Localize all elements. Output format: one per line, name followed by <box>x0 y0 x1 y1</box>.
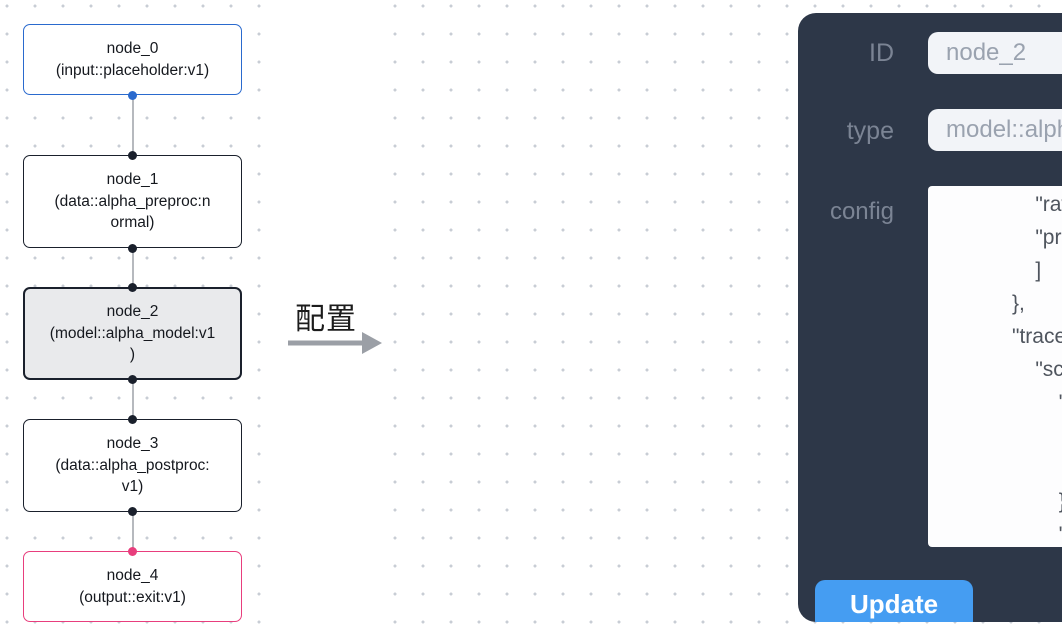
node-type-label: (output::exit:v1) <box>79 588 186 606</box>
config-json-text: "raw_action", "pred" ] }, "trace": { "sc… <box>1012 193 1062 546</box>
node-type-label: (model::alpha_model:v1 ) <box>49 324 216 364</box>
node2-target-handle[interactable] <box>128 282 137 292</box>
update-button[interactable]: Update <box>815 580 973 622</box>
flow-node-node_0[interactable]: node_0 (input::placeholder:v1) <box>23 24 242 95</box>
config-editor[interactable]: "raw_action", "pred" ] }, "trace": { "sc… <box>928 186 1062 547</box>
node-title: node_3 <box>106 435 159 453</box>
flow-node-node_4[interactable]: node_4 (output::exit:v1) <box>23 551 242 622</box>
detail-canvas[interactable]: ID type config "raw_action", "pred" ] },… <box>388 0 1062 643</box>
id-field-label: ID <box>869 39 894 67</box>
node-title: node_1 <box>106 171 159 189</box>
node3-target-handle[interactable] <box>128 414 137 424</box>
right-arrow-icon <box>288 332 382 354</box>
flow-canvas[interactable]: node_0 (input::placeholder:v1) node_1 (d… <box>0 0 272 643</box>
edge-node0-node1 <box>131 95 134 155</box>
node-title: node_2 <box>106 303 159 321</box>
node2-source-handle[interactable] <box>128 374 137 384</box>
node1-source-handle[interactable] <box>128 243 137 253</box>
id-input[interactable] <box>928 32 1062 74</box>
edge-node3-node4 <box>131 511 134 551</box>
config-field-label: config <box>829 198 894 225</box>
node-type-label: (data::alpha_postproc: v1) <box>55 456 210 496</box>
node-type-label: (data::alpha_preproc:n ormal) <box>54 192 211 232</box>
flow-node-node_1[interactable]: node_1 (data::alpha_preproc:n ormal) <box>23 155 242 248</box>
node-title: node_0 <box>106 40 159 57</box>
config-panel: ID type config "raw_action", "pred" ] },… <box>798 13 1062 622</box>
node1-target-handle[interactable] <box>128 150 137 160</box>
node-type-label: (input::placeholder:v1) <box>55 61 210 79</box>
flow-node-node_2-selected[interactable]: node_2 (model::alpha_model:v1 ) <box>23 287 242 380</box>
node-title: node_4 <box>106 567 159 584</box>
type-input[interactable] <box>928 109 1062 151</box>
flow-node-node_3[interactable]: node_3 (data::alpha_postproc: v1) <box>23 419 242 512</box>
node3-source-handle[interactable] <box>128 506 137 516</box>
edge-node1-node2 <box>131 248 134 287</box>
node0-source-handle[interactable] <box>128 90 137 100</box>
node4-target-handle[interactable] <box>128 546 137 556</box>
edge-node2-node3 <box>131 379 134 419</box>
type-field-label: type <box>846 117 894 145</box>
transfer-label: 配置 <box>295 303 357 336</box>
